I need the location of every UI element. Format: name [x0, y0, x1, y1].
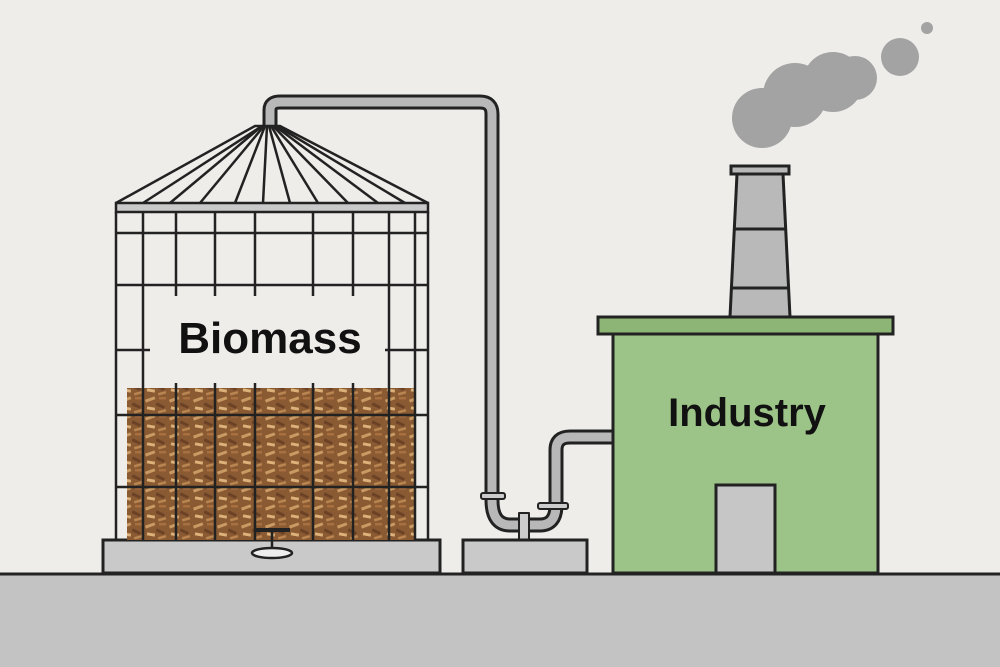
valve-icon: [250, 528, 294, 560]
smoke: [732, 22, 933, 148]
silo-roof-rim: [114, 201, 430, 214]
wood-chips: [127, 388, 416, 540]
chimney: [728, 172, 792, 319]
chimney-cap: [729, 164, 791, 176]
industry-factory: Industry: [596, 22, 933, 575]
silo-roof: [115, 124, 429, 205]
biomass-silo: Biomass: [101, 124, 442, 575]
pipe: [262, 94, 612, 541]
silo-label: Biomass: [178, 314, 361, 363]
pipe-base: [461, 538, 589, 575]
factory-door: [714, 483, 777, 575]
ground: [0, 574, 1000, 667]
factory-roof: [596, 315, 895, 336]
factory-label: Industry: [668, 391, 827, 435]
